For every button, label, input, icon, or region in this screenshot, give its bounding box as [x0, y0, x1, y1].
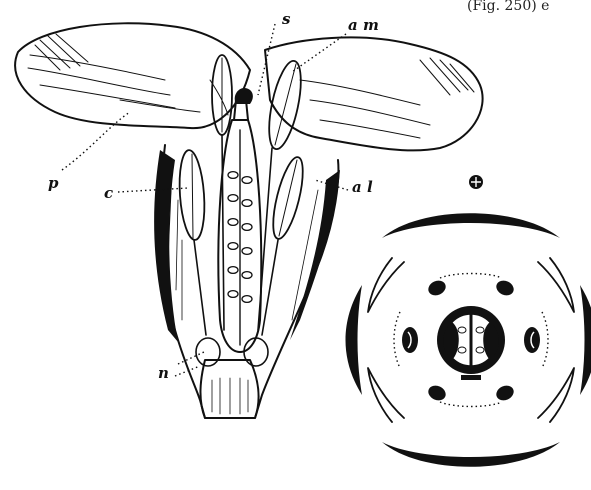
nectary-left [196, 338, 220, 366]
nectary-right [244, 338, 268, 366]
stigma [235, 88, 253, 104]
pedicel-hatching [212, 378, 248, 414]
floral-diagram [346, 175, 591, 467]
stamen-right [524, 327, 540, 353]
label-al: a l [352, 178, 373, 196]
petal-left [15, 23, 250, 128]
ovary-cross-section [437, 306, 505, 380]
axis-symbol [469, 175, 483, 189]
petal-se [538, 368, 574, 422]
label-s: s [282, 10, 291, 28]
sepal-arc-right [580, 285, 591, 395]
petal-sw [368, 368, 404, 422]
label-n: n [158, 364, 169, 382]
stamen-bl [426, 383, 448, 403]
stamen-tr [494, 278, 516, 298]
header-text-fragment: (Fig. 250) e [467, 0, 549, 14]
stamen-medial-left [212, 55, 232, 330]
petal-nw [368, 258, 404, 312]
pedicel [200, 360, 258, 418]
stamen-br [494, 383, 516, 403]
stamen-lateral-left [177, 149, 207, 335]
stamen-tl [426, 278, 448, 298]
stamen-left [402, 327, 418, 353]
petal-left-hatching [28, 34, 228, 115]
petal-ne [538, 258, 574, 312]
flower-longitudinal-section: s a m a l p c n [15, 10, 482, 418]
sepal-arc-bottom [382, 442, 560, 467]
label-c: c [104, 184, 113, 202]
sepal-left [154, 150, 178, 342]
label-am: a m [348, 16, 379, 34]
sepal-arc-top [382, 213, 560, 238]
label-p: p [48, 174, 59, 192]
sepal-arc-left [346, 285, 363, 395]
petal-right-hatching [300, 58, 474, 138]
